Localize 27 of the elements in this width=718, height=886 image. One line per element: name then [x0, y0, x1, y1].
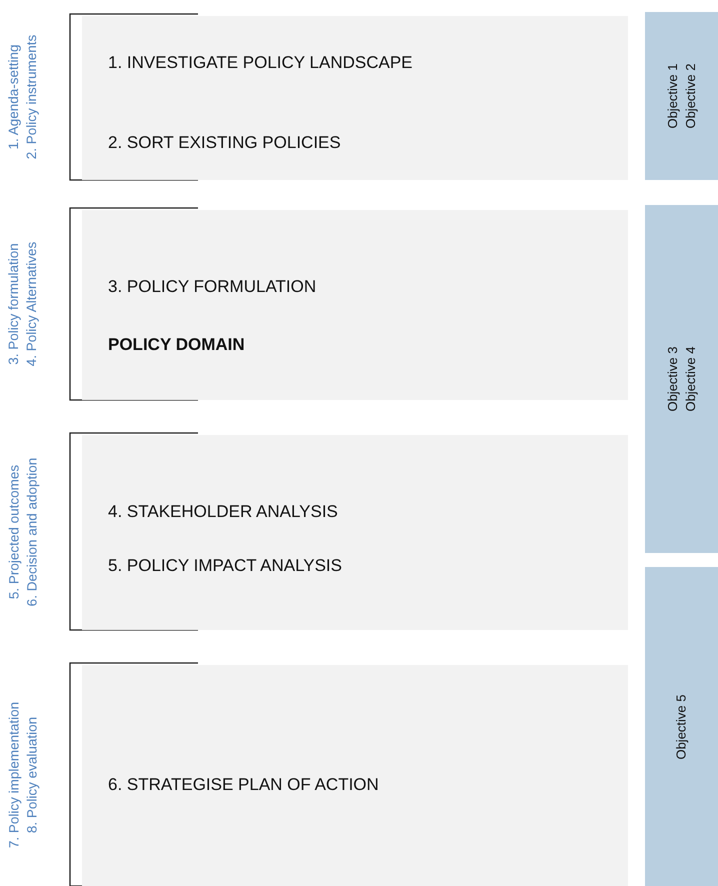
step-label: 2. SORT EXISTING POLICIES — [108, 133, 341, 153]
step-label: POLICY DOMAIN — [108, 335, 245, 355]
stage-label: 7. Policy implementation — [5, 700, 22, 850]
process-box — [82, 435, 628, 630]
stage-label: 2. Policy instruments — [23, 34, 40, 162]
step-label: 5. POLICY IMPACT ANALYSIS — [108, 556, 342, 576]
step-label: 6. STRATEGISE PLAN OF ACTION — [108, 775, 379, 795]
stage-label: 5. Projected outcomes — [5, 463, 22, 601]
objective-label: Objective 1 — [664, 62, 681, 131]
stage-label: 4. Policy Alternatives — [23, 240, 40, 368]
objective-bar — [645, 205, 718, 553]
stage-label: 8. Policy evaluation — [23, 715, 40, 835]
objective-label: Objective 4 — [682, 345, 699, 414]
step-label: 3. POLICY FORMULATION — [108, 277, 316, 297]
stage-label: 1. Agenda-setting — [5, 43, 22, 152]
process-box — [82, 16, 628, 180]
process-box — [82, 665, 628, 886]
step-label: 4. STAKEHOLDER ANALYSIS — [108, 502, 338, 522]
step-label: 1. INVESTIGATE POLICY LANDSCAPE — [108, 53, 413, 73]
objective-bar — [645, 12, 718, 180]
objective-label: Objective 3 — [664, 345, 681, 414]
objective-label: Objective 2 — [682, 62, 699, 131]
process-box — [82, 210, 628, 400]
objective-bar — [645, 567, 718, 886]
objective-label: Objective 5 — [672, 692, 690, 762]
stage-label: 3. Policy formulation — [5, 242, 22, 367]
stage-label: 6. Decision and adoption — [23, 456, 40, 608]
